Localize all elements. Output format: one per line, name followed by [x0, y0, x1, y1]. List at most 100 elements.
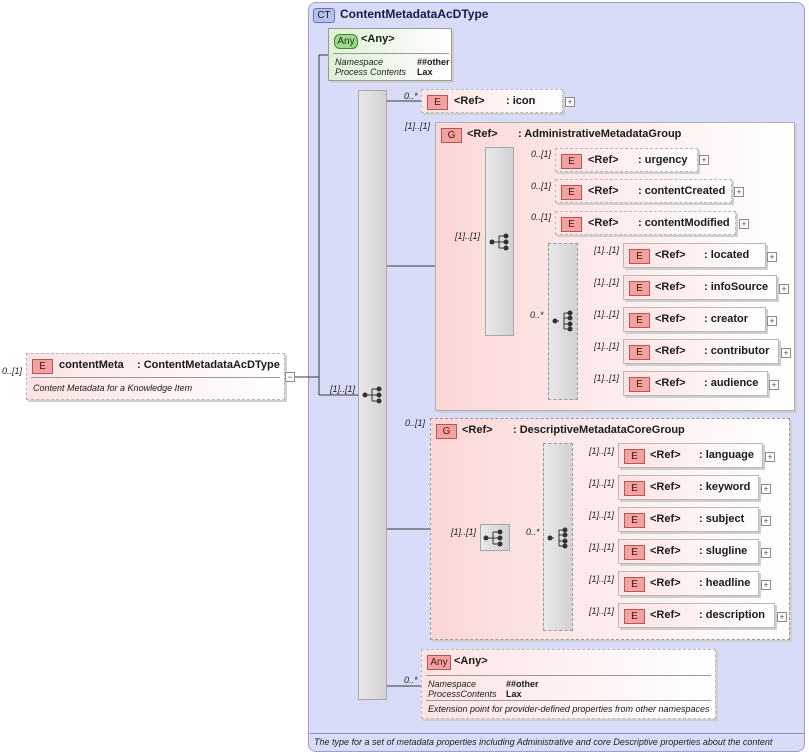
expand-icon[interactable]: + [761, 580, 771, 590]
root-multiplicity: 0..[1] [2, 366, 23, 376]
contentcreated-ref: <Ref> [588, 185, 619, 197]
element-badge: E [624, 481, 645, 496]
subject-element-box[interactable]: E <Ref> : subject [618, 507, 759, 532]
desc-group-multiplicity: 0..[1] [405, 418, 426, 428]
urgency-ref: <Ref> [588, 154, 619, 166]
keyword-element-box[interactable]: E <Ref> : keyword [618, 475, 759, 500]
expand-icon[interactable]: + [739, 219, 749, 229]
slugline-multiplicity: [1]..[1] [589, 542, 615, 552]
any-top-title: <Any> [361, 33, 395, 45]
any-top-ns-val: ##other [417, 57, 450, 67]
expand-icon[interactable]: + [767, 252, 777, 262]
any-bottom-pc-val: Lax [506, 689, 522, 699]
language-ref: <Ref> [650, 449, 681, 461]
expand-icon[interactable]: + [761, 516, 771, 526]
element-badge: E [624, 545, 645, 560]
audience-element-box[interactable]: E <Ref> : audience [623, 371, 768, 396]
sequence-icon [483, 529, 503, 547]
contributor-element-box[interactable]: E <Ref> : contributor [623, 339, 779, 364]
headline-element-box[interactable]: E <Ref> : headline [618, 571, 759, 596]
element-badge: E [629, 377, 650, 392]
language-element-box[interactable]: E <Ref> : language [618, 443, 763, 468]
expand-icon[interactable]: + [761, 548, 771, 558]
main-sequence-multiplicity: [1]..[1] [330, 384, 356, 394]
creator-element-box[interactable]: E <Ref> : creator [623, 307, 766, 332]
keyword-name: : keyword [699, 481, 751, 493]
audience-ref: <Ref> [655, 377, 686, 389]
expand-icon[interactable]: + [781, 348, 791, 358]
description-element-box[interactable]: E <Ref> : description [618, 603, 775, 628]
any-bottom-box[interactable]: Any <Any> Namespace ##other ProcessConte… [421, 649, 716, 719]
root-element-doc: Content Metadata for a Knowledge Item [33, 383, 193, 393]
language-multiplicity: [1]..[1] [589, 446, 615, 456]
desc-group-ref: <Ref> [462, 424, 493, 436]
expand-icon[interactable]: + [769, 380, 779, 390]
description-name: : description [699, 609, 766, 621]
located-multiplicity: [1]..[1] [594, 245, 620, 255]
sequence-icon [489, 233, 509, 251]
admin-choice-multiplicity: 0..* [530, 310, 544, 320]
contentcreated-multiplicity: 0..[1] [531, 181, 552, 191]
element-badge: E [629, 313, 650, 328]
infosource-element-box[interactable]: E <Ref> : infoSource [623, 275, 777, 300]
expand-icon[interactable]: + [779, 284, 789, 294]
complex-type-badge: CT [313, 8, 335, 23]
located-name: : located [704, 249, 750, 261]
urgency-name: : urgency [638, 154, 688, 166]
headline-name: : headline [699, 577, 751, 589]
element-badge: E [624, 577, 645, 592]
any-bottom-ns-val: ##other [506, 679, 539, 689]
contentcreated-element-box[interactable]: E <Ref> : contentCreated [555, 179, 732, 203]
expand-icon[interactable]: + [699, 155, 709, 165]
headline-multiplicity: [1]..[1] [589, 574, 615, 584]
expand-icon[interactable]: + [777, 612, 787, 622]
headline-ref: <Ref> [650, 577, 681, 589]
description-multiplicity: [1]..[1] [589, 606, 615, 616]
contentmodified-element-box[interactable]: E <Ref> : contentModified [555, 211, 736, 235]
subject-multiplicity: [1]..[1] [589, 510, 615, 520]
admin-seq-multiplicity: [1]..[1] [455, 231, 481, 241]
any-top-box[interactable]: Any <Any> Namespace ##other Process Cont… [328, 28, 452, 81]
root-element-name: contentMeta [59, 359, 124, 371]
infosource-ref: <Ref> [655, 281, 686, 293]
expand-icon[interactable]: + [765, 452, 775, 462]
any-bottom-multiplicity: 0..* [404, 675, 418, 685]
complex-type-doc: The type for a set of metadata propertie… [310, 733, 804, 747]
desc-choice-multiplicity: 0..* [526, 527, 540, 537]
creator-ref: <Ref> [655, 313, 686, 325]
element-badge: E [624, 609, 645, 624]
expand-icon[interactable]: + [761, 484, 771, 494]
icon-name: : icon [506, 95, 536, 107]
urgency-multiplicity: 0..[1] [531, 149, 552, 159]
infosource-name: : infoSource [704, 281, 769, 293]
divider [333, 53, 449, 54]
element-badge: E [629, 281, 650, 296]
infosource-multiplicity: [1]..[1] [594, 277, 620, 287]
subject-name: : subject [699, 513, 745, 525]
collapse-icon[interactable]: − [285, 372, 295, 382]
expand-icon[interactable]: + [565, 97, 575, 107]
icon-element-box[interactable]: E <Ref> : icon [421, 89, 563, 113]
expand-icon[interactable]: + [734, 187, 744, 197]
slugline-element-box[interactable]: E <Ref> : slugline [618, 539, 759, 564]
expand-icon[interactable]: + [767, 316, 777, 326]
urgency-element-box[interactable]: E <Ref> : urgency [555, 148, 698, 172]
element-badge: E [561, 185, 582, 200]
root-element-box[interactable]: E contentMeta : ContentMetadataAcDType C… [26, 353, 285, 400]
element-badge: E [629, 345, 650, 360]
root-element-type: : ContentMetadataAcDType [137, 359, 280, 371]
sequence-icon [362, 386, 382, 404]
slugline-name: : slugline [699, 545, 748, 557]
complex-type-title: ContentMetadataAcDType [340, 7, 489, 21]
any-badge: Any [334, 34, 358, 49]
creator-name: : creator [704, 313, 749, 325]
divider [426, 700, 711, 701]
audience-multiplicity: [1]..[1] [594, 373, 620, 383]
contentmodified-multiplicity: 0..[1] [531, 212, 552, 222]
icon-ref: <Ref> [454, 95, 485, 107]
any-bottom-ns-key: Namespace [428, 679, 477, 689]
group-badge: G [441, 128, 462, 143]
creator-multiplicity: [1]..[1] [594, 309, 620, 319]
located-element-box[interactable]: E <Ref> : located [623, 243, 766, 268]
element-badge: E [629, 249, 650, 264]
